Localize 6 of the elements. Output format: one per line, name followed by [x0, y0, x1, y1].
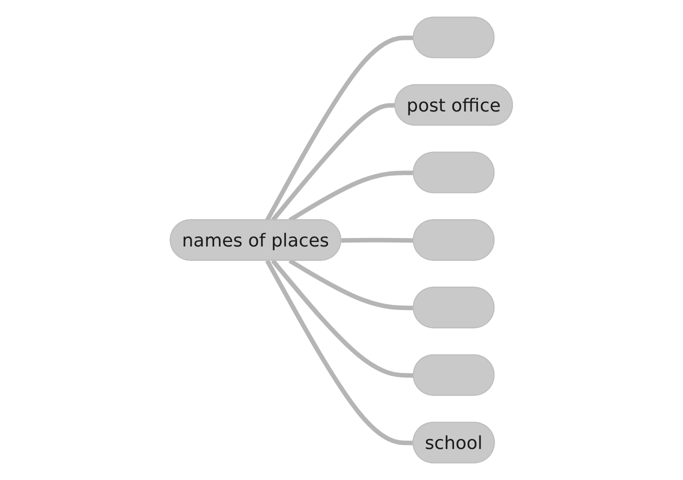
connector	[288, 258, 414, 310]
connector	[341, 238, 414, 243]
connector	[271, 259, 414, 378]
connector	[271, 103, 396, 222]
connector	[265, 36, 414, 222]
connector	[265, 260, 414, 446]
